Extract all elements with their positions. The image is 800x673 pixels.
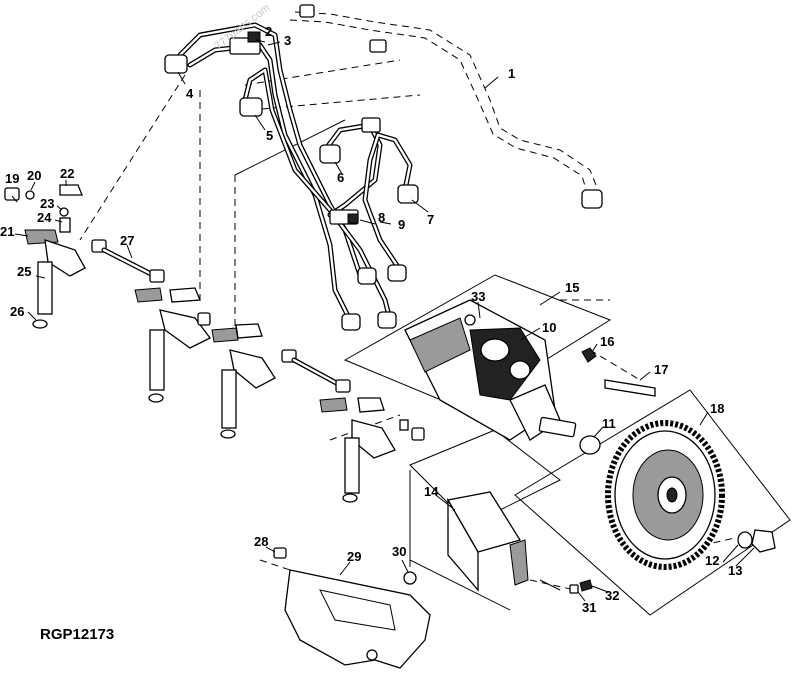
callout-22: 22 bbox=[60, 166, 74, 181]
injection-pump bbox=[404, 299, 577, 441]
callout-20: 20 bbox=[27, 168, 41, 183]
fuel-pipe-part-27 bbox=[91, 239, 165, 283]
callout-1: 1 bbox=[508, 66, 515, 81]
callout-13: 13 bbox=[728, 563, 742, 578]
callout-26: 26 bbox=[10, 304, 24, 319]
callout-25: 25 bbox=[17, 264, 31, 279]
injector-left bbox=[4, 184, 86, 329]
callout-19: 19 bbox=[5, 171, 19, 186]
callout-21: 21 bbox=[0, 224, 14, 239]
fuel-pipe-2 bbox=[281, 349, 351, 393]
small-hardware bbox=[273, 547, 593, 594]
callout-33: 33 bbox=[471, 289, 485, 304]
callout-23: 23 bbox=[40, 196, 54, 211]
injector-4 bbox=[319, 397, 425, 503]
group-outlines bbox=[234, 119, 791, 616]
injection-lines bbox=[164, 22, 419, 331]
callout-5: 5 bbox=[266, 128, 273, 143]
callout-4: 4 bbox=[186, 86, 194, 101]
callout-6: 6 bbox=[337, 170, 344, 185]
callout-12: 12 bbox=[705, 553, 719, 568]
callout-8: 8 bbox=[378, 210, 385, 225]
callout-31: 31 bbox=[582, 600, 596, 615]
callout-27: 27 bbox=[120, 233, 134, 248]
callout-29: 29 bbox=[347, 549, 361, 564]
callout-2: 2 bbox=[265, 24, 272, 39]
callout-28: 28 bbox=[254, 534, 268, 549]
callout-3: 3 bbox=[284, 33, 291, 48]
callout-32: 32 bbox=[605, 588, 619, 603]
callout-18: 18 bbox=[710, 401, 724, 416]
ecu-module-part-14 bbox=[446, 491, 529, 592]
bracket-part-29 bbox=[284, 569, 431, 669]
callout-9: 9 bbox=[398, 217, 405, 232]
leak-off-line-part-1 bbox=[289, 4, 603, 209]
injector-2 bbox=[134, 287, 211, 403]
callout-numbers: 1 2 3 4 5 6 7 8 9 10 11 12 13 14 15 16 1… bbox=[0, 24, 742, 615]
callout-14: 14 bbox=[424, 484, 439, 499]
reference-code: RGP12173 bbox=[40, 626, 115, 643]
drive-gear-part-18 bbox=[605, 420, 725, 570]
callout-15: 15 bbox=[565, 280, 579, 295]
washer-nut-12-13 bbox=[737, 529, 776, 553]
callout-11: 11 bbox=[602, 416, 616, 431]
injector-3 bbox=[211, 323, 276, 439]
callout-16: 16 bbox=[600, 334, 614, 349]
callout-10: 10 bbox=[542, 320, 556, 335]
callout-24: 24 bbox=[37, 210, 52, 225]
callout-7: 7 bbox=[427, 212, 434, 227]
callout-17: 17 bbox=[654, 362, 668, 377]
callout-30: 30 bbox=[392, 544, 406, 559]
leader-lines bbox=[11, 39, 755, 602]
